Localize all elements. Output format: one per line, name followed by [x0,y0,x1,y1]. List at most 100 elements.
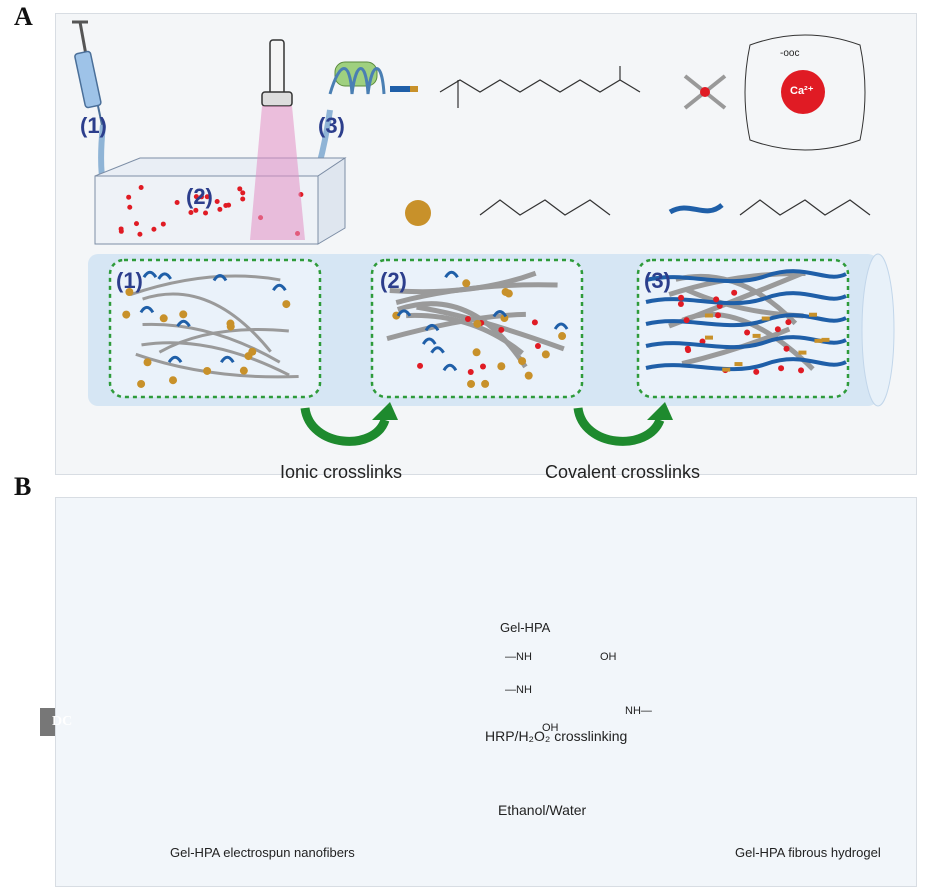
monomer-dot [122,310,131,319]
ion-dot [188,210,194,216]
panel-letter-b: B [14,472,32,501]
ion-dot [133,221,139,227]
monomer-dot [497,362,506,371]
stage-label-3: (3) [644,268,671,293]
amide-label-1: —NH [505,651,532,663]
crosslinker-segment [444,270,459,279]
crosslinking-label: HRP/H₂O₂ crosslinking [485,728,628,744]
ionic-crosslink-point [534,343,541,350]
polymer-chain [668,270,806,297]
gel-hpa-label: Gel-HPA [500,620,551,635]
dish-label: Ethanol/Water [498,802,587,818]
polymer-chain [135,352,299,379]
ionic-crosslink-point [785,319,792,326]
ion-dot [204,194,210,200]
ion-dot [240,190,246,196]
legend-cyclodextrin-calcium [744,34,866,151]
ionic-crosslink-point [417,362,424,369]
ion-dot [126,194,132,200]
ion-dot [127,204,133,210]
crosslinker-segment [442,363,458,372]
ionic-crosslink-point [479,363,486,370]
covalent-junction [798,350,807,355]
ionic-arrow-icon [300,402,398,446]
coil-icon [328,61,386,95]
polymer-chain [681,311,815,371]
crosslinker-segment [176,319,191,328]
ion-dot [240,196,246,202]
monomer-dot [541,350,550,359]
covalent-junction [752,333,761,338]
ion-dot [151,226,157,232]
covalent-crosslinks-label: Covalent crosslinks [545,462,701,482]
ion-dot [198,194,204,200]
polymer-chain [396,301,528,369]
uv-lamp-icon [250,39,305,240]
bath-ion-dots [118,185,304,237]
covalent-junction [704,313,713,318]
monomer-dot [472,348,481,357]
monomer-dot [473,319,482,328]
ionic-crosslink-point [464,315,471,322]
crosslinker-segment [167,355,183,364]
monomer-dot [504,289,513,298]
stage-label-1: (1) [116,268,143,293]
polymer-chain [158,328,289,354]
ionic-crosslink-point [498,326,505,333]
crosslinker-segment [430,346,445,354]
crosslinker-segment [396,309,412,317]
covalent-junction [704,335,713,340]
ionic-crosslink-point [678,294,685,301]
covalent-arrow-icon [573,402,673,446]
network-stage-2 [386,270,569,388]
monomer-dot [159,314,168,323]
polymer-chain [129,274,281,297]
ionic-crosslink-point [677,300,684,307]
monomer-dot [203,366,212,375]
network-stage-3 [645,269,847,375]
crosslinker-segment [272,283,287,292]
ionic-crosslinks-label: Ionic crosslinks [280,462,403,482]
ionic-crosslink-point [467,369,474,376]
hydroxyl-label-1: OH [600,651,617,663]
monomer-dot [248,347,257,356]
ion-dot [118,228,124,234]
monomer-dot [169,376,178,385]
covalent-junction [821,337,830,342]
monomer-dot [125,287,134,296]
ion-dot [203,210,209,216]
polymer-chain [142,292,272,353]
polymer-chain [389,270,537,295]
ionic-crosslink-point [744,329,751,336]
monomer-dot [239,366,248,375]
ionic-crosslink-point [684,345,691,352]
crosslinker-segment [424,323,440,332]
ion-dot [237,186,243,192]
crosslinker-segment [157,272,172,280]
covalent-chain [645,269,847,284]
covalent-junction [722,367,731,372]
ion-dot [193,194,199,200]
syringe-a-icon [72,20,103,126]
ionic-crosslink-point [798,367,805,374]
calcium-ion-label: Ca²⁺ [790,85,814,97]
monomer-dot [524,371,533,380]
ionic-crosslink-point [531,319,538,326]
monomer-dot [481,379,490,388]
legend-monomer [405,199,611,226]
crosslinker-segment [139,305,155,314]
ion-dot [137,231,143,237]
ionic-crosslink-point [783,345,790,352]
electrospun-caption: Gel-HPA electrospun nanofibers [170,845,355,860]
panel-letter-a: A [14,2,33,31]
legend-crosslink-node [683,74,727,110]
covalent-junction [761,316,770,321]
monomer-dot [226,322,235,331]
calcium-bath [94,157,347,245]
covalent-chain [645,357,847,372]
ion-dot [138,185,144,191]
covalent-junction [734,362,743,367]
step-label-1: (1) [80,113,107,138]
panel-b [55,497,917,887]
ionic-crosslink-point [683,317,690,324]
